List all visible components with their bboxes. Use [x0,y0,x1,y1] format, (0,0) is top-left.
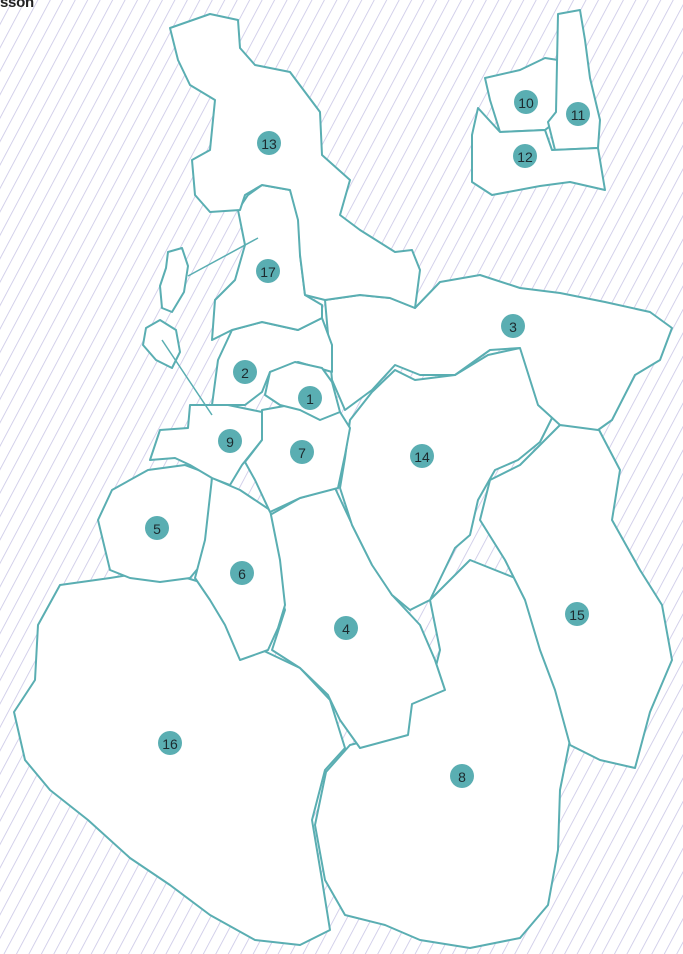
badge-circle [410,444,434,468]
badge-circle [145,516,169,540]
badge-label: 6 [238,566,246,582]
badge-label: 10 [518,95,534,111]
badge-circle [514,90,538,114]
district-13[interactable] [169,13,421,309]
badge-label: 7 [298,445,306,461]
badge-circle [290,440,314,464]
district-badge-3[interactable]: 3 [501,314,525,338]
badge-label: 4 [342,621,350,637]
badge-label: 12 [517,149,533,165]
district-badge-4[interactable]: 4 [334,616,358,640]
badge-label: 8 [458,769,466,785]
district-14[interactable] [339,347,553,611]
district-badge-12[interactable]: 12 [513,144,537,168]
badge-label: 1 [306,391,314,407]
district-badge-14[interactable]: 14 [410,444,434,468]
badge-circle [513,144,537,168]
badge-circle [158,731,182,755]
district-badge-17[interactable]: 17 [256,259,280,283]
district-badge-1[interactable]: 1 [298,386,322,410]
district-badge-10[interactable]: 10 [514,90,538,114]
district-15[interactable] [479,424,673,769]
badge-circle [257,131,281,155]
district-badge-7[interactable]: 7 [290,440,314,464]
district-badge-15[interactable]: 15 [565,602,589,626]
connector-9-island [161,339,213,416]
badge-circle [450,764,474,788]
district-3[interactable] [324,274,673,431]
badge-label: 5 [153,521,161,537]
district-badge-6[interactable]: 6 [230,561,254,585]
badge-circle [298,386,322,410]
badge-circle [218,429,242,453]
badge-circle [565,602,589,626]
badge-circle [233,360,257,384]
page-label: sson [0,0,34,11]
district-badge-5[interactable]: 5 [145,516,169,540]
badge-circle [256,259,280,283]
badge-label: 9 [226,434,234,450]
badge-circle [566,102,590,126]
district-badge-9[interactable]: 9 [218,429,242,453]
badge-label: 15 [569,607,585,623]
district-badge-16[interactable]: 16 [158,731,182,755]
district-badge-8[interactable]: 8 [450,764,474,788]
badge-label: 11 [571,107,586,123]
district-badge-11[interactable]: 11 [566,102,590,126]
connector-17-island [187,237,259,277]
badge-label: 2 [241,365,249,381]
badge-circle [501,314,525,338]
badge-label: 13 [261,136,277,152]
badge-label: 14 [414,449,430,465]
badge-circle [230,561,254,585]
badge-label: 16 [162,736,178,752]
badge-label: 3 [509,319,517,335]
district-badge-13[interactable]: 13 [257,131,281,155]
badge-label: 17 [260,264,276,280]
island-north[interactable] [159,247,189,313]
district-badge-2[interactable]: 2 [233,360,257,384]
badge-circle [334,616,358,640]
district-12[interactable] [471,107,606,196]
